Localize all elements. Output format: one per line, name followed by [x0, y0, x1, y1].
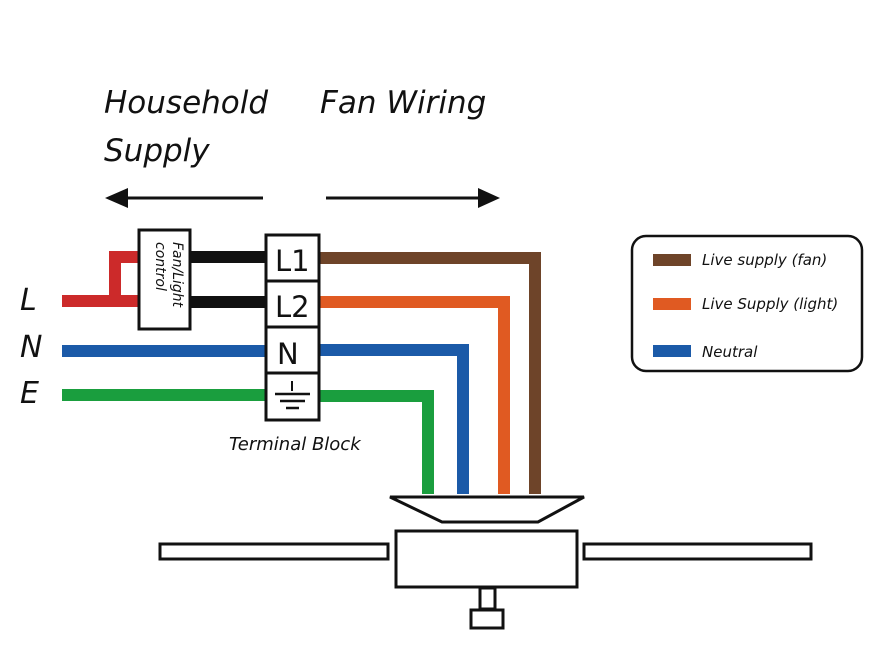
- terminal-l2: L2: [275, 290, 310, 324]
- fan-knob: [469, 608, 505, 630]
- fan-canopy: [389, 495, 585, 524]
- legend: Live supply (fan) Live Supply (light) Ne…: [630, 234, 864, 373]
- fan-blade-left: [158, 542, 390, 561]
- right-arrow-icon: [326, 188, 500, 208]
- legend-item-fan: Live supply (fan): [653, 251, 827, 269]
- terminal-block: L1 L2 N: [264, 233, 321, 422]
- legend-swatch-light: [653, 298, 691, 310]
- terminal-block-caption: Terminal Block: [229, 434, 362, 455]
- control-label-line2: control: [152, 242, 168, 291]
- earth-label: E: [20, 376, 39, 411]
- legend-item-light: Live Supply (light): [653, 295, 838, 313]
- earth-ground-icon: [275, 381, 310, 410]
- legend-swatch-neutral: [653, 345, 691, 357]
- fan-light-control: Fan/Light control: [137, 228, 192, 331]
- fan-stem: [478, 586, 497, 611]
- legend-swatch-fan: [653, 254, 691, 266]
- neutral-label: N: [20, 330, 42, 365]
- terminal-n: N: [277, 337, 299, 371]
- fan-motor-housing: [394, 529, 579, 589]
- legend-item-neutral: Neutral: [653, 343, 758, 361]
- light-live-wire: [319, 296, 510, 494]
- live-label: L: [20, 283, 37, 318]
- household-supply-heading-line2: Supply: [104, 133, 210, 169]
- legend-label-light: Live Supply (light): [702, 295, 838, 313]
- live-supply-wire: [62, 251, 139, 307]
- earth-fan-wire: [319, 390, 434, 494]
- fan-blade-right: [582, 542, 813, 561]
- legend-label-fan: Live supply (fan): [702, 251, 827, 269]
- terminal-l1: L1: [275, 244, 310, 278]
- ceiling-fan: [158, 495, 813, 630]
- fan-wiring-heading: Fan Wiring: [320, 85, 486, 121]
- neutral-fan-wire: [319, 344, 469, 494]
- fan-live-wire: [319, 252, 541, 494]
- household-supply-heading-line1: Household: [104, 85, 268, 121]
- legend-label-neutral: Neutral: [702, 343, 758, 361]
- left-arrow-icon: [105, 188, 263, 208]
- control-label-line1: Fan/Light: [169, 242, 185, 308]
